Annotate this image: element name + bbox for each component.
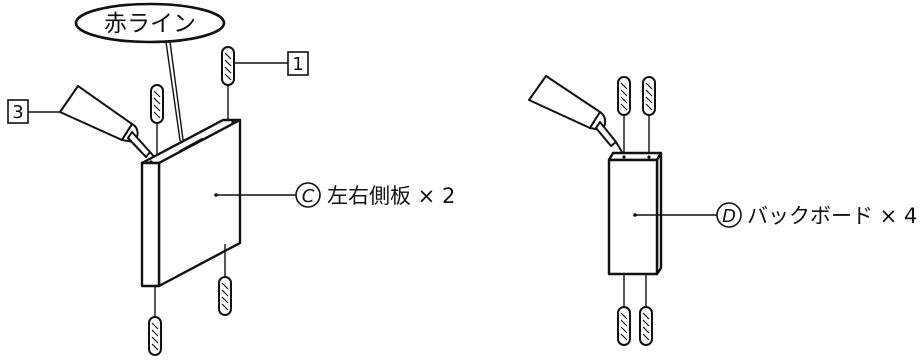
dowel-icon: [150, 84, 164, 124]
dowel-icon: [617, 306, 631, 346]
back-board-d: [607, 151, 663, 276]
dowel-icon: [221, 46, 235, 86]
red-line-label: 赤ライン: [104, 11, 196, 37]
dowel-icon: [617, 76, 631, 116]
dowel-icon: [148, 316, 162, 356]
glue-bottle-icon: [59, 85, 158, 161]
dowel-icon: [218, 276, 232, 316]
step-1-marker: 1: [232, 51, 309, 76]
part-d-label: D バックボード × 4: [635, 202, 917, 228]
step-3-number: 3: [12, 102, 23, 123]
part-c-letter: C: [302, 186, 315, 207]
red-line-callout: 赤ライン: [74, 2, 226, 148]
dowel-icon: [642, 76, 656, 116]
dowel-icon: [639, 306, 653, 346]
glue-bottle-icon: [528, 75, 623, 153]
step-1-number: 1: [292, 54, 303, 75]
part-c-name: 左右側板 × 2: [327, 184, 455, 208]
part-d-letter: D: [722, 206, 736, 227]
part-c-label: C 左右側板 × 2: [216, 182, 455, 208]
side-panel-c: [140, 118, 242, 288]
part-d-name: バックボード × 4: [747, 204, 917, 228]
